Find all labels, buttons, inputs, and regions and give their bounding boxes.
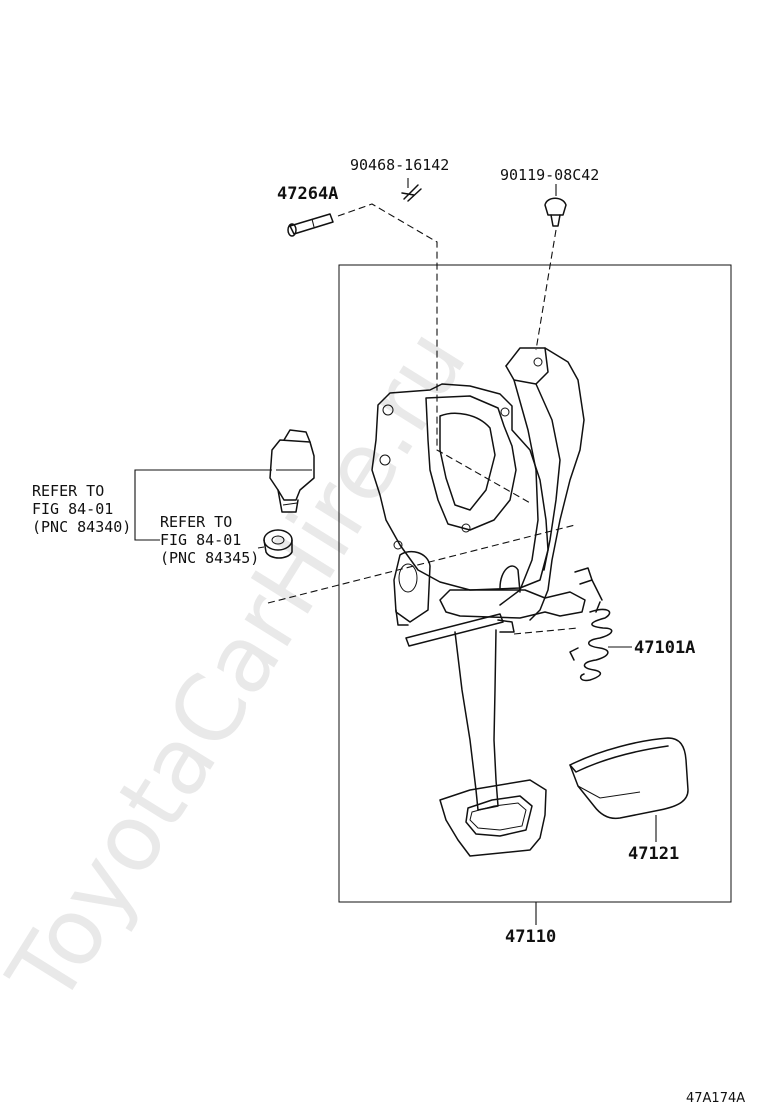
pedal-arm [405,347,593,857]
reference-note-84345: REFER TO FIG 84-01 (PNC 84345) [160,513,259,567]
ref2-line2: FIG 84-01 [160,531,241,549]
dash-clip-to-pedal [535,229,557,351]
ref1-line3: (PNC 84340) [32,518,131,536]
label-47264a: 47264A [277,184,338,204]
dash-switch-to-bracket [267,524,576,604]
switch-collar [257,529,293,559]
reference-note-84340: REFER TO FIG 84-01 (PNC 84340) [32,482,131,536]
leader-ref1 [134,469,272,508]
leader-ref2 [134,508,160,541]
ref1-line1: REFER TO [32,482,104,500]
dash-pin-to-bracket [337,203,533,505]
spring-47101a [569,579,613,682]
watermark-text: ToyotaCarHire.ru [0,311,487,1022]
label-47121: 47121 [628,844,679,864]
label-90468: 90468-16142 [350,156,449,174]
label-90119: 90119-08C42 [500,166,599,184]
dash-spring-mount [513,627,579,635]
pin-47264a [287,213,334,237]
figure-code: 47A174A [686,1091,745,1106]
pad-cover-47121 [569,737,689,820]
stop-lamp-switch [269,429,315,513]
clip-90119 [544,197,567,227]
assembly-frame [338,264,732,903]
clip-90468 [401,184,422,202]
ref2-line3: (PNC 84345) [160,549,259,567]
label-47101a: 47101A [634,638,695,658]
ref1-line2: FIG 84-01 [32,500,113,518]
ref2-line1: REFER TO [160,513,232,531]
label-47110: 47110 [505,927,556,947]
